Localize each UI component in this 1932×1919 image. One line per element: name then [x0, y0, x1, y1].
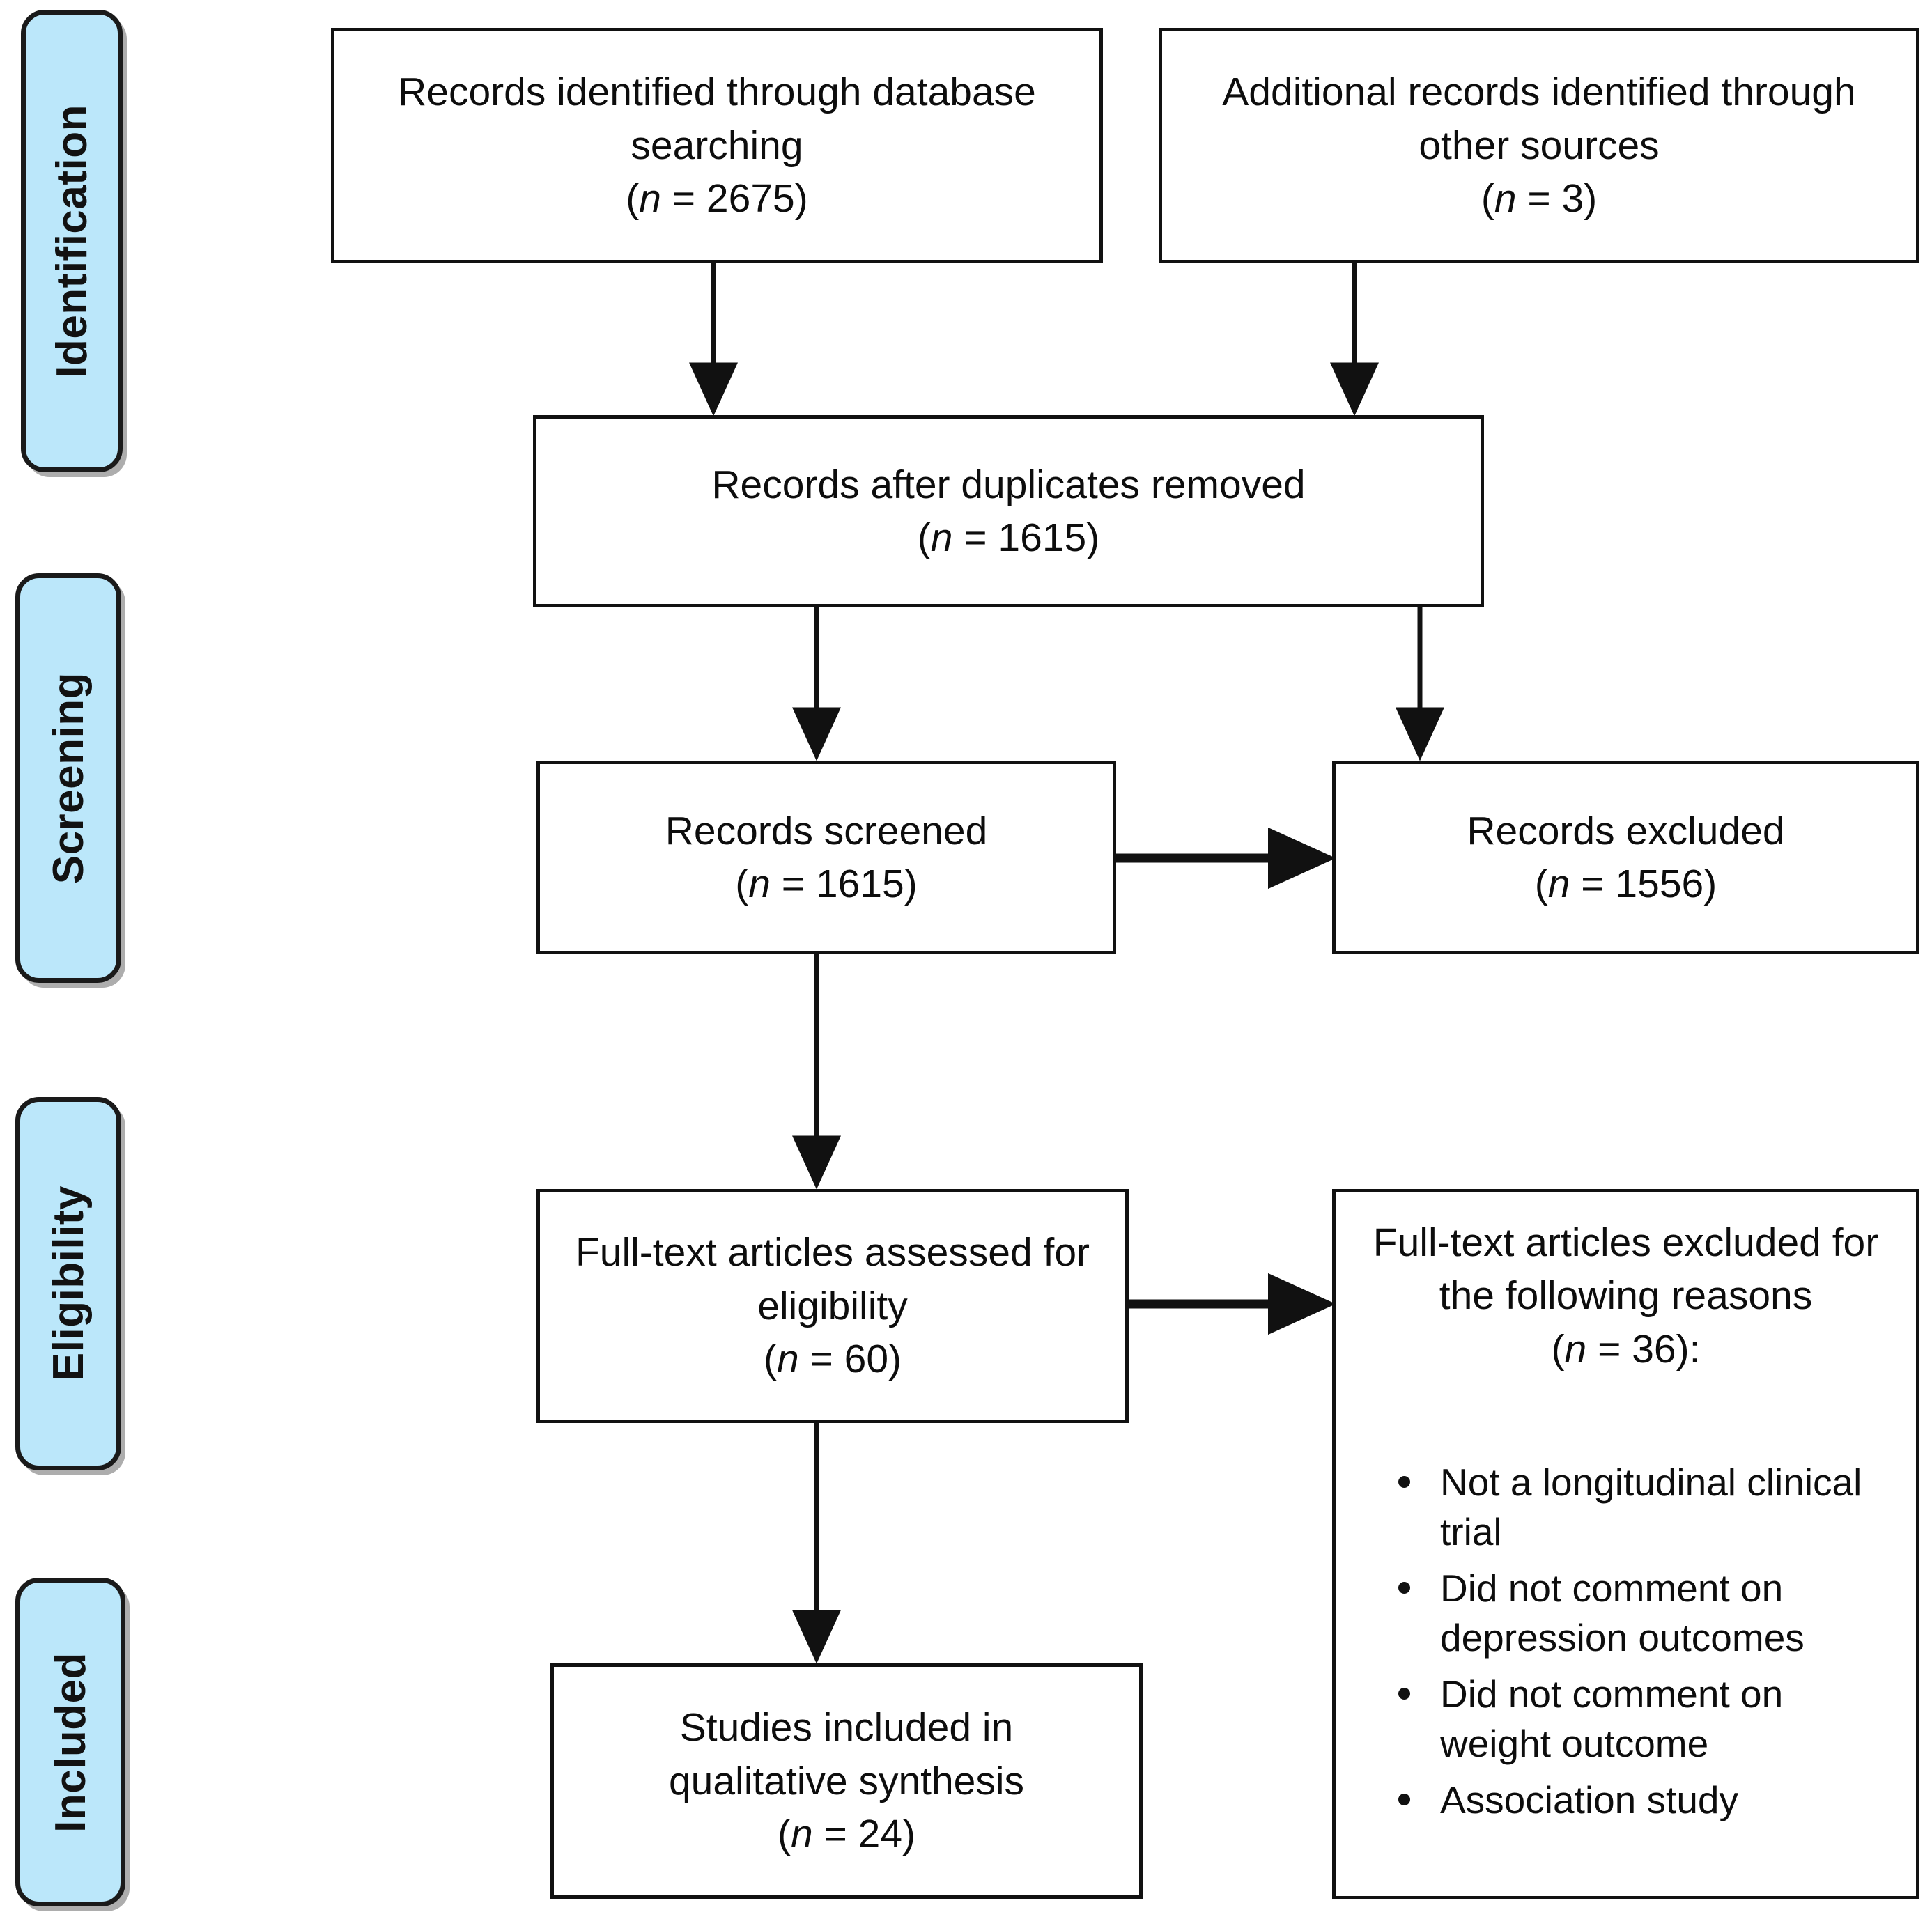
box-studies-included: Studies included in qualitative synthesi…: [550, 1663, 1143, 1899]
stage-pill-eligibility: Eligibility: [15, 1097, 121, 1470]
box-after-duplicates: Records after duplicates removed (n = 16…: [533, 415, 1484, 607]
box-studies-included-text: Studies included in qualitative synthesi…: [668, 1705, 1025, 1803]
exclusion-reason-list: Not a longitudinal clinical trial Did no…: [1351, 1458, 1901, 1832]
exclusion-reason-item: Did not comment on weight outcome: [1390, 1670, 1901, 1769]
box-fulltext-excluded-text: Full-text articles excluded for the foll…: [1373, 1220, 1879, 1319]
box-records-screened-text: Records screened: [665, 808, 988, 853]
box-other-records: Additional records identified through ot…: [1159, 28, 1919, 263]
stage-label-screening: Screening: [44, 671, 93, 885]
box-fulltext-excluded-count: (n = 36):: [1551, 1326, 1701, 1372]
stage-pill-identification: Identification: [21, 10, 123, 472]
stage-label-identification: Identification: [47, 104, 96, 378]
box-database-records: Records identified through database sear…: [331, 28, 1103, 263]
exclusion-reason-item: Association study: [1390, 1776, 1901, 1825]
box-database-records-text: Records identified through database sear…: [398, 70, 1036, 168]
box-other-records-count: (n = 3): [1481, 176, 1598, 222]
box-fulltext-assessed-count: (n = 60): [763, 1337, 902, 1382]
stage-pill-screening: Screening: [15, 573, 121, 983]
stage-pill-included: Included: [15, 1578, 125, 1906]
box-after-duplicates-text: Records after duplicates removed: [711, 462, 1306, 507]
box-fulltext-excluded: Full-text articles excluded for the foll…: [1332, 1189, 1919, 1899]
box-after-duplicates-count: (n = 1615): [917, 515, 1100, 560]
box-fulltext-assessed: Full-text articles assessed for eligibil…: [536, 1189, 1129, 1423]
box-records-screened: Records screened (n = 1615): [536, 761, 1116, 954]
box-records-excluded: Records excluded (n = 1556): [1332, 761, 1919, 954]
box-fulltext-assessed-text: Full-text articles assessed for eligibil…: [575, 1230, 1090, 1328]
box-records-screened-count: (n = 1615): [735, 862, 918, 906]
stage-label-eligibility: Eligibility: [44, 1186, 93, 1382]
box-studies-included-count: (n = 24): [777, 1812, 916, 1857]
exclusion-reason-item: Not a longitudinal clinical trial: [1390, 1458, 1901, 1557]
box-records-excluded-count: (n = 1556): [1534, 862, 1717, 906]
stage-label-included: Included: [46, 1652, 95, 1833]
box-other-records-text: Additional records identified through ot…: [1222, 70, 1856, 168]
box-records-excluded-text: Records excluded: [1467, 808, 1785, 853]
exclusion-reason-item: Did not comment on depression outcomes: [1390, 1564, 1901, 1663]
box-database-records-count: (n = 2675): [626, 176, 808, 222]
